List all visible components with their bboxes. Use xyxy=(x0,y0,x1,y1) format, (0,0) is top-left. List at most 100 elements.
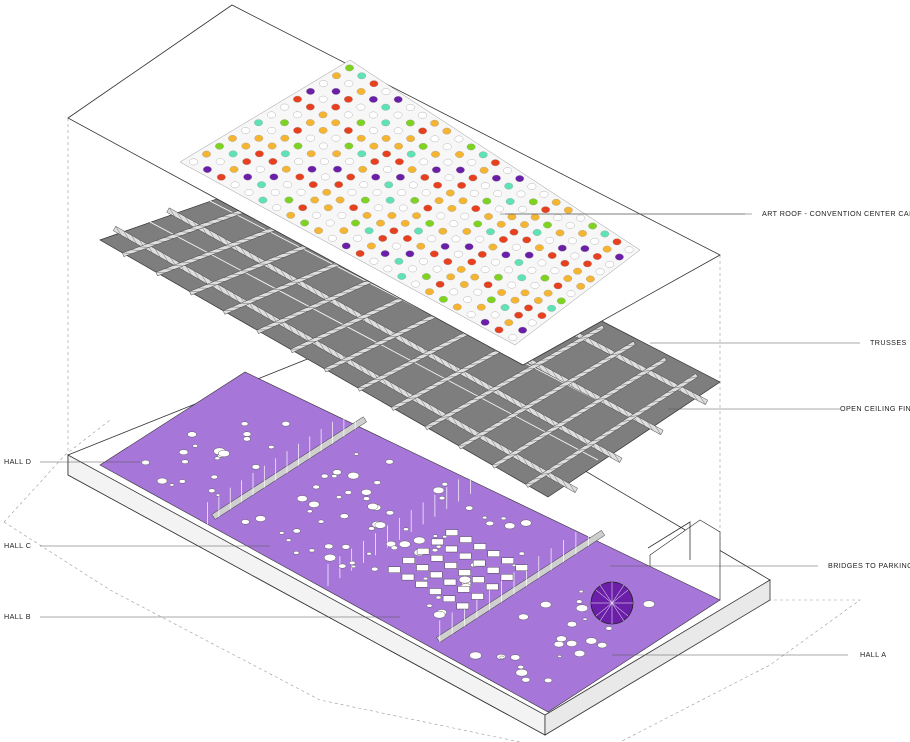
roof-dot xyxy=(515,175,525,182)
hall-dividers xyxy=(207,407,606,643)
hall-booth xyxy=(218,450,230,458)
hall-booth xyxy=(643,600,655,608)
hall-stall xyxy=(401,573,415,581)
roof-dot xyxy=(530,282,540,289)
roof-dot xyxy=(419,258,428,265)
roof-dot xyxy=(517,274,527,282)
roof-dot xyxy=(267,111,276,119)
hall-booth xyxy=(347,472,360,480)
label-hall-b: HALL B xyxy=(4,612,31,621)
roof-dot xyxy=(394,142,403,150)
roof-dot xyxy=(452,303,462,311)
hall-bridge-truss xyxy=(211,416,367,520)
roof-dot xyxy=(504,319,514,326)
roof-dot xyxy=(351,219,360,227)
hall-booth xyxy=(432,486,445,494)
roof-dot xyxy=(369,96,378,103)
hall-stall xyxy=(486,583,499,591)
hall-stall xyxy=(515,564,528,571)
hall-stall xyxy=(445,529,459,536)
roof-dot xyxy=(356,88,366,95)
hall-booth xyxy=(339,513,349,519)
roof-dot xyxy=(318,127,328,134)
roof-dot xyxy=(345,64,354,72)
roof-dot xyxy=(369,257,379,265)
hall-booth xyxy=(540,601,552,608)
hall-booth xyxy=(597,642,608,649)
hall-booth xyxy=(431,548,439,553)
roof-dot xyxy=(511,243,521,251)
roof-dot xyxy=(491,159,500,167)
roof-dot xyxy=(284,196,294,204)
roof-dot xyxy=(483,281,493,289)
roof-dot xyxy=(429,250,439,258)
hall-booth xyxy=(208,488,216,493)
roof-dot xyxy=(405,119,415,127)
hall-booth xyxy=(296,495,308,502)
roof-dot xyxy=(473,220,483,228)
roof-dot xyxy=(334,181,344,188)
hall-booth xyxy=(441,482,448,487)
hall-booth xyxy=(518,613,529,621)
roof-dot xyxy=(380,250,390,257)
roof-dot xyxy=(463,296,472,303)
hall-booth xyxy=(585,637,597,645)
roof-dot xyxy=(395,158,404,166)
hall-booth xyxy=(465,505,474,511)
roof-dot xyxy=(551,198,561,206)
roof-dot xyxy=(357,72,367,80)
hall-booth xyxy=(435,595,442,600)
roof-dot xyxy=(462,228,472,235)
roof-dot xyxy=(615,253,624,261)
truss-web xyxy=(424,328,605,427)
hall-booth xyxy=(423,576,429,581)
roof-dot xyxy=(470,273,480,281)
art-roof-dots xyxy=(189,64,634,341)
roof-dot xyxy=(550,267,560,275)
hall-booth xyxy=(390,545,398,550)
roof-dot xyxy=(318,111,328,119)
roof-dot xyxy=(356,119,366,127)
roof-dot xyxy=(444,174,454,181)
roof-dot xyxy=(394,257,404,265)
hall-bridge-truss xyxy=(436,529,606,643)
roof-dot xyxy=(507,213,517,221)
hall-booth xyxy=(243,436,251,442)
roof-dot xyxy=(560,259,570,267)
roof-dot xyxy=(202,150,211,158)
roof-dot xyxy=(332,72,341,80)
roof-dot xyxy=(359,181,369,189)
hall-booth xyxy=(318,519,325,524)
roof-dot xyxy=(496,220,506,228)
hall-booth xyxy=(324,543,334,550)
roof-dot xyxy=(410,197,420,204)
roof-dot xyxy=(592,253,602,260)
roof-dot xyxy=(267,142,277,150)
roof-dot xyxy=(563,275,573,282)
roof-dot xyxy=(396,173,405,181)
roof-dot xyxy=(514,259,524,266)
roof-dot xyxy=(331,103,341,111)
label-hall-a: HALL A xyxy=(860,650,887,659)
roof-dot xyxy=(547,304,556,312)
roof-dot xyxy=(431,150,440,158)
roof-dot xyxy=(382,150,391,158)
roof-dot xyxy=(393,96,403,103)
roof-dot xyxy=(590,237,600,245)
roof-dot xyxy=(539,191,549,198)
truss-web xyxy=(458,344,636,446)
roof-dot xyxy=(501,251,511,259)
roof-dot xyxy=(405,250,415,258)
roof-dot xyxy=(368,111,378,119)
roof-dot xyxy=(331,134,341,142)
roof-dot xyxy=(356,134,366,142)
roof-dot xyxy=(433,181,442,189)
roof-dot xyxy=(482,197,492,205)
roof-dot xyxy=(405,104,415,111)
hall-booth xyxy=(432,534,438,538)
roof-dot xyxy=(468,174,478,182)
roof-dot xyxy=(331,88,341,95)
roof-dot xyxy=(454,135,464,143)
roof-dot xyxy=(553,282,563,290)
hall-booth xyxy=(331,474,338,478)
